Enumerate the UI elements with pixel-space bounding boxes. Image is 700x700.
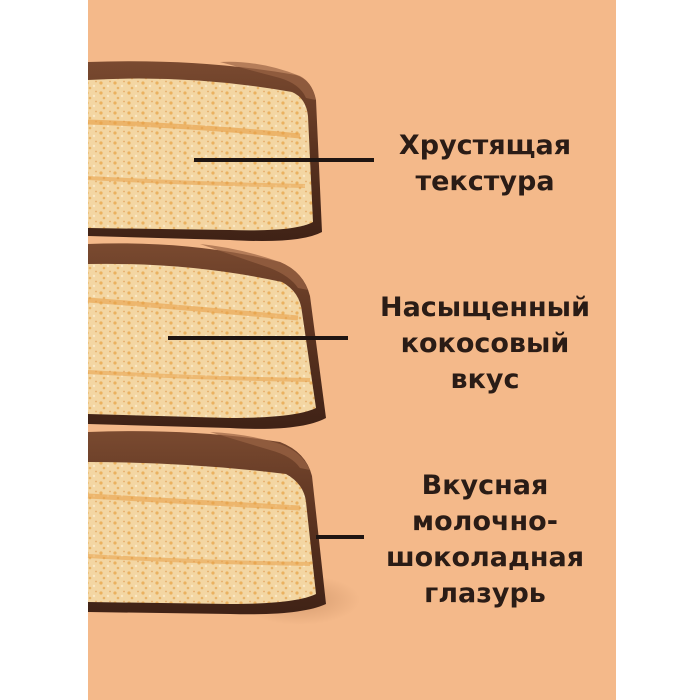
feature-label-line: текстура: [415, 166, 555, 197]
feature-label-line: шоколадная: [385, 542, 585, 573]
feature-label-line: Насыщенный: [379, 292, 591, 323]
feature-label-texture: Хрустящая текстура: [375, 128, 595, 200]
feature-label-line: глазурь: [424, 578, 546, 609]
feature-label-flavor: Насыщенный кокосовый вкус: [365, 290, 605, 398]
feature-label-line: Вкусная: [421, 470, 549, 501]
feature-label-line: Хрустящая: [398, 130, 572, 161]
bar-piece-top: [87, 61, 322, 241]
feature-label-line: вкус: [450, 364, 520, 395]
feature-label-line: молочно-: [412, 506, 558, 537]
feature-label-line: кокосовый: [400, 328, 570, 359]
bar-piece-bottom: [87, 431, 326, 615]
feature-label-glaze: Вкусная молочно- шоколадная глазурь: [365, 468, 605, 612]
